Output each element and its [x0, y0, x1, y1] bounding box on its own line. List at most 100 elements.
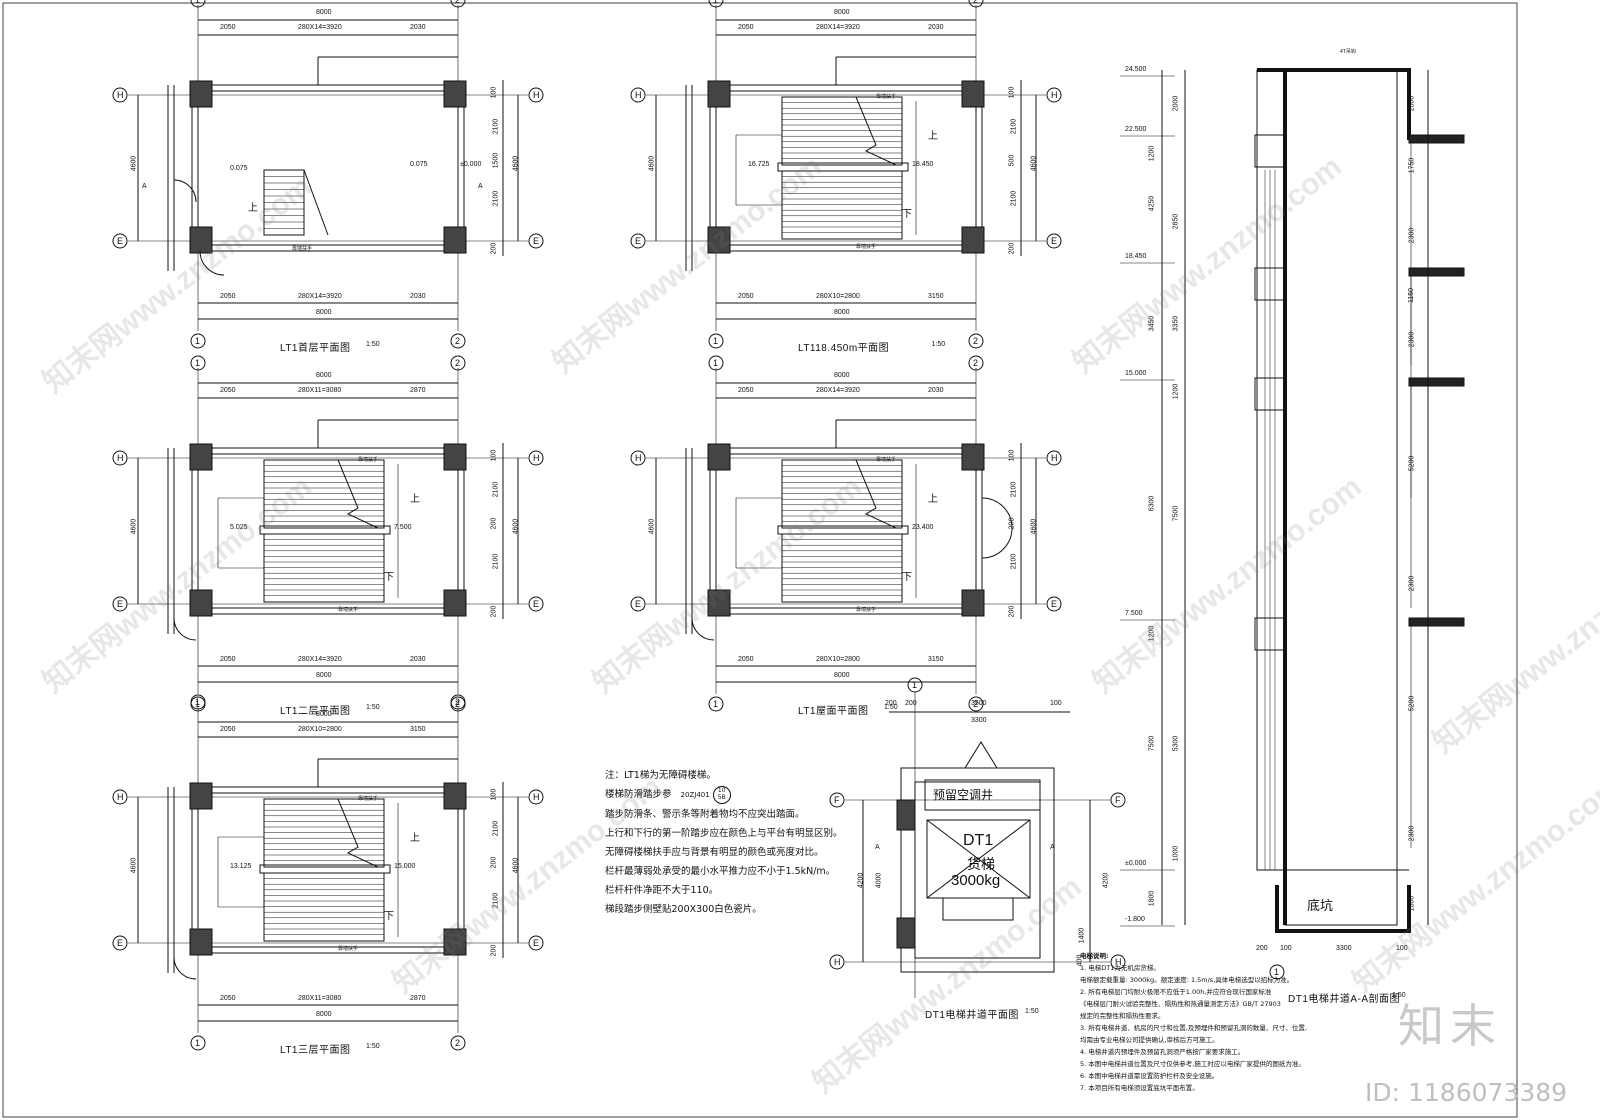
section-right-dim: 2300	[1408, 825, 1416, 842]
column	[961, 589, 985, 617]
grid-bubble-1-text: 1	[195, 699, 201, 709]
grid-bubble-e-text: E	[533, 938, 540, 948]
grid-bubble-h	[1110, 954, 1126, 970]
elev-side-dim: 4000	[875, 872, 883, 889]
grid-bubble-h-text: H	[533, 453, 540, 463]
grid-bubble-f	[829, 792, 845, 808]
elevator-plan-title: DT1电梯井道平面图	[925, 1010, 1019, 1021]
grid-bubble-2-text: 2	[973, 336, 979, 346]
plan-title: LT1二层平面图	[280, 706, 351, 717]
grid-bubble-2	[968, 333, 984, 349]
plan-scale: 1:50	[366, 341, 380, 348]
grid-bubble-2-text: 2	[973, 0, 979, 5]
dim-bottom: 3150	[928, 656, 944, 663]
level-mark: 7.500	[1125, 610, 1143, 617]
grid-bubble-2-text: 2	[455, 697, 461, 707]
section-left-dim: 1200	[1172, 383, 1180, 400]
handrail-label: 靠墙扶手	[876, 94, 897, 100]
grid-bubble-e-text: E	[533, 599, 540, 609]
dim-bottom: 2050	[738, 656, 754, 663]
dim-top: 2050	[220, 24, 236, 31]
plan-title: LT1首层平面图	[280, 343, 351, 354]
elevator-note-line: 4. 电梯井道内预埋件及预留孔洞须严格按厂家要求施工。	[1080, 1048, 1245, 1056]
grid-bubble-h-text: H	[1115, 957, 1122, 967]
side-slab	[1408, 617, 1465, 627]
elev-dim-text: 200	[905, 700, 917, 707]
stair-down-label: 下	[384, 572, 394, 583]
section-left-dim: 7500	[1148, 735, 1156, 752]
dim-side: 2100	[1010, 118, 1018, 135]
elevator-note-line: 规定的完整性和隔热性要求。	[1080, 1012, 1165, 1020]
grid-bubble-h-text: H	[635, 453, 642, 463]
column	[189, 782, 213, 810]
stair-flight-lower	[263, 533, 385, 603]
dim-side: 100	[490, 788, 498, 801]
elevation-right: 0.075	[410, 161, 428, 168]
grid-bubble-e-text: E	[635, 599, 642, 609]
door-swing	[981, 497, 1013, 529]
grid-bubble-1-text: 1	[195, 358, 201, 368]
dim-overall: 8000	[316, 372, 332, 379]
wall-inner	[197, 90, 459, 246]
handrail-label: 靠墙扶手	[856, 244, 877, 250]
grid-bubble-h	[528, 789, 544, 805]
elevation-right: 23.400	[912, 524, 934, 531]
section-mark: A	[875, 844, 880, 851]
grid-bubble-e	[528, 233, 544, 249]
dim-top: 280X10=2800	[298, 726, 342, 733]
section-bottom-dim: 100	[1396, 945, 1408, 952]
grid-bubble-e-text: E	[117, 236, 124, 246]
section-mark: A	[1050, 844, 1055, 851]
handrail-label: 靠墙扶手	[358, 796, 379, 802]
level-mark: 24.500	[1125, 66, 1147, 73]
elevator-note-line: 电梯额定载重量: 3000kg。额定速度: 1.5m/s,具体电梯选型以招标为准…	[1080, 976, 1294, 984]
dim-overall: 8000	[316, 9, 332, 16]
grid-bubble-h	[630, 450, 646, 466]
column	[443, 80, 467, 108]
level-mark: 22.500	[1125, 126, 1147, 133]
dim-side: 200	[490, 517, 498, 530]
grid-bubble-h-text: H	[635, 90, 642, 100]
dim-bottom: 280X10=2800	[816, 656, 860, 663]
column	[443, 928, 467, 956]
grid-bubble-e-text: E	[1051, 236, 1058, 246]
column	[189, 226, 213, 254]
plans-layer	[112, 0, 1285, 1051]
elev-dim-text: 100	[1050, 700, 1062, 707]
elevator-plan-layer	[845, 692, 1110, 998]
grid-bubble-2-text: 2	[455, 0, 461, 5]
dim-top: 280X14=3920	[816, 387, 860, 394]
section-right-dim: 1750	[1408, 157, 1416, 174]
section-layer	[2, 2, 1518, 1118]
grid-bubble-h-text: H	[533, 90, 540, 100]
dim-side: 200	[1008, 242, 1016, 255]
level-mark: 18.450	[1125, 253, 1147, 260]
dim-bottom: 2030	[410, 656, 426, 663]
column	[961, 226, 985, 254]
grid-bubble-2	[968, 0, 984, 8]
stair-up-label: 上	[410, 494, 420, 505]
dim-top: 2030	[928, 24, 944, 31]
dim-bottom: 3150	[928, 293, 944, 300]
section-left-dim: 3350	[1172, 315, 1180, 332]
handrail-label: 靠墙扶手	[856, 607, 877, 613]
grid-bubble-2	[450, 1035, 466, 1051]
dim-height: 4600	[512, 518, 520, 535]
elevator-notes-heading: 电梯说明:	[1080, 952, 1109, 960]
grid-bubble-1	[190, 1035, 206, 1051]
grid-bubble-2-text: 2	[455, 358, 461, 368]
stair-up-label: 上	[410, 833, 420, 844]
dim-side: 2100	[492, 481, 500, 498]
elevator-plan-scale: 1:50	[1025, 1008, 1039, 1015]
note-line: 栏杆最薄弱处承受的最小水平推力应不小于1.5kN/m。	[605, 866, 836, 877]
dim-overall-bottom: 8000	[316, 1011, 332, 1018]
dim-bottom: 2050	[738, 293, 754, 300]
elevator-note-line: 5. 本图中电梯井道位置及尺寸仅供参考,施工时应以电梯厂家提供的图纸为准。	[1080, 1060, 1305, 1068]
pit-label: 底坑	[1307, 898, 1334, 913]
grid-bubble-h-text: H	[1051, 90, 1058, 100]
wall-outline	[709, 447, 983, 615]
section-bottom-dim: 3300	[1336, 945, 1352, 952]
